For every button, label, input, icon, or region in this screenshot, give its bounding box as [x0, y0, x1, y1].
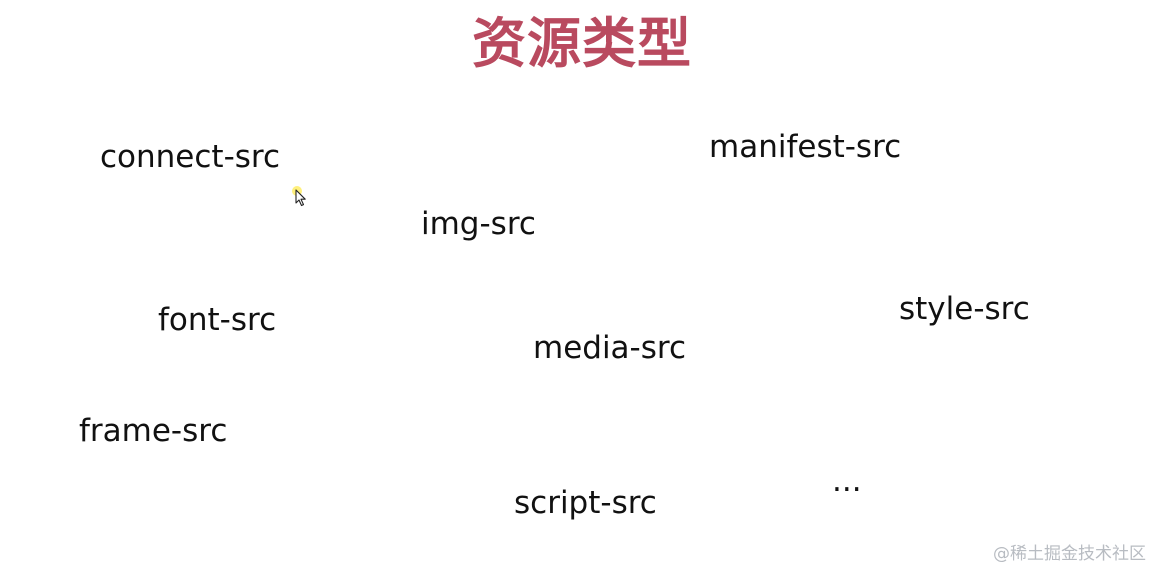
slide-title: 资源类型 — [472, 12, 692, 75]
term-media-src: media-src — [533, 330, 687, 366]
term-connect-src: connect-src — [100, 139, 281, 175]
term-font-src: font-src — [158, 302, 277, 338]
term-img-src: img-src — [421, 206, 536, 242]
mouse-pointer-icon — [292, 186, 307, 207]
term-ellipsis: ... — [832, 463, 862, 499]
watermark: @稀土掘金技术社区 — [993, 544, 1146, 564]
term-frame-src: frame-src — [79, 413, 228, 449]
term-script-src: script-src — [514, 485, 657, 521]
term-style-src: style-src — [899, 291, 1030, 327]
term-manifest-src: manifest-src — [709, 129, 902, 165]
